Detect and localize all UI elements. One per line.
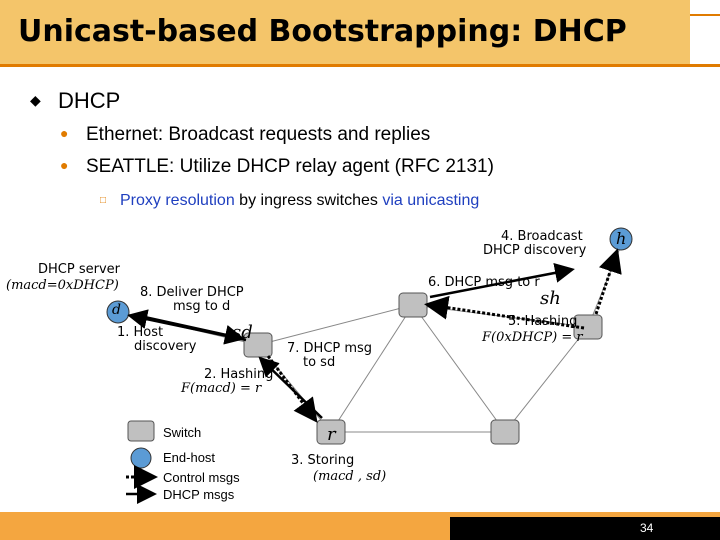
step5-line2: F(0xDHCP) = r [482, 330, 583, 345]
bullet-level3-part3: via unicasting [382, 192, 480, 209]
title-rule [0, 64, 720, 67]
footer-black-band [450, 517, 720, 540]
diamond-bullet-icon: ◆ [30, 92, 41, 108]
title-band [0, 0, 690, 64]
bullet-level3-part2: by ingress switches [234, 192, 383, 209]
bullet-level2-text: SEATTLE: Utilize DHCP relay agent (RFC 2… [86, 156, 494, 177]
legend-switch-icon [127, 420, 155, 442]
dhcp-server-mac: (macd=0xDHCP) [6, 278, 119, 293]
step3-line2: (macd , sd) [313, 469, 387, 484]
step7-line2: to sd [303, 355, 336, 370]
switch-top-icon [398, 292, 428, 318]
title-edge [690, 0, 720, 64]
legend-host-icon [130, 447, 152, 469]
node-d-label: d [112, 302, 121, 318]
dot-bullet-icon: ● [60, 125, 69, 141]
control-msg-arrows [266, 248, 622, 423]
step2-line2: F(macd) = r [181, 381, 262, 396]
page-number: 34 [640, 521, 654, 535]
node-h-label: h [616, 229, 627, 248]
bullet-level2-text: Ethernet: Broadcast requests and replies [86, 124, 431, 145]
bullet-level1: ◆ DHCP [30, 88, 120, 114]
step2-line1: 2. Hashing [204, 367, 274, 382]
step8-line2: msg to d [173, 299, 231, 314]
dhcp-server-label: DHCP server [38, 262, 120, 277]
bullet-level1-text: DHCP [58, 88, 121, 113]
switch-sd-icon [243, 332, 273, 358]
bullet-level3: □ Proxy resolution by ingress switches vi… [100, 192, 479, 210]
legend-control-label: Control msgs [163, 470, 240, 485]
bullet-level3-part1: Proxy resolution [120, 192, 235, 209]
switch-r-icon [316, 419, 346, 445]
step4-line1: 4. Broadcast [501, 229, 583, 244]
switch-bottom-icon [490, 419, 520, 445]
legend-switch-label: Switch [163, 425, 202, 440]
node-sd-label: sd [232, 322, 253, 343]
title-accent-line [690, 14, 720, 16]
node-sh-label: sh [540, 288, 561, 309]
step4-line2: DHCP discovery [483, 243, 587, 258]
legend-dhcp-label: DHCP msgs [163, 487, 235, 502]
bullet-level2-item: ● SEATTLE: Utilize DHCP relay agent (RFC … [60, 156, 494, 178]
bullet-level2-item: ● Ethernet: Broadcast requests and replie… [60, 124, 430, 146]
step8-line1: 8. Deliver DHCP [140, 285, 244, 300]
step7-line1: 7. DHCP msg [287, 341, 373, 356]
dot-bullet-icon: ● [60, 157, 69, 173]
square-bullet-icon: □ [100, 195, 107, 206]
step5-line1: 5. Hashing [508, 314, 578, 329]
step3-line1: 3. Storing [291, 453, 355, 468]
step1-line2: discovery [134, 339, 197, 354]
legend-host-label: End-host [163, 450, 216, 465]
step6-label: 6. DHCP msg to r [428, 275, 540, 290]
step1-line1: 1. Host [117, 325, 164, 340]
node-r-label: r [327, 424, 336, 445]
slide-title: Unicast-based Bootstrapping: DHCP [18, 14, 627, 49]
